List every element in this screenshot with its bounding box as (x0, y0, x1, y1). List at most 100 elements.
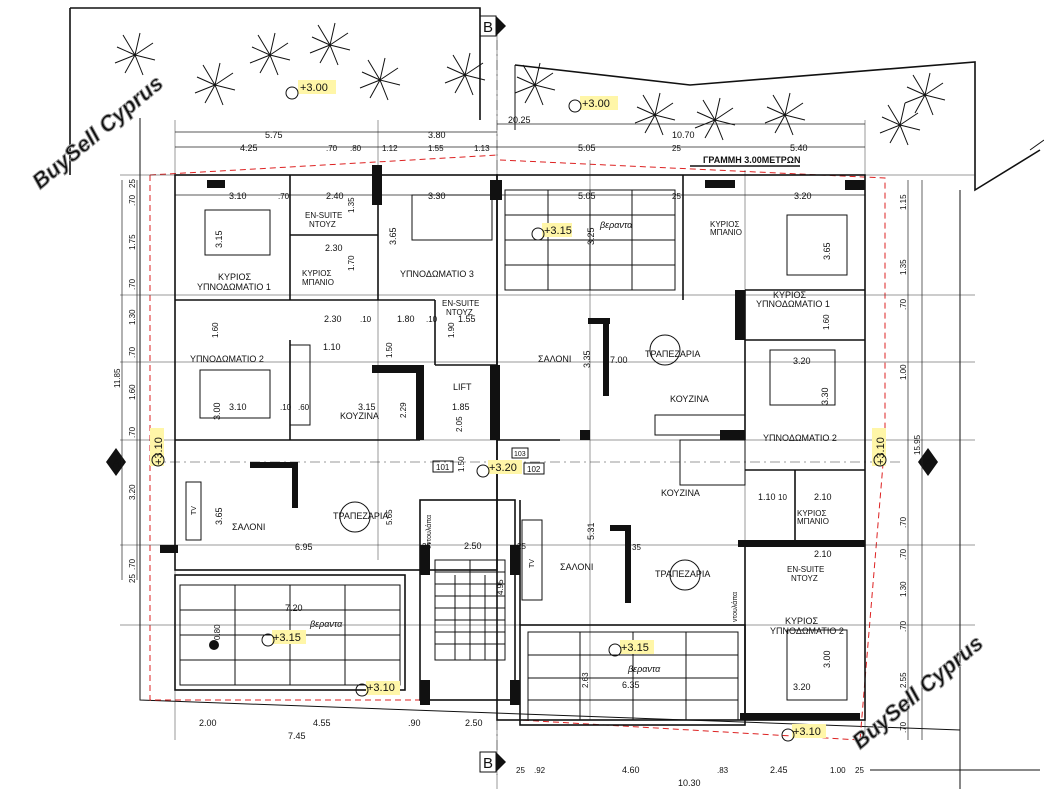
dimension: 1.60 (128, 384, 137, 400)
dimension: .10 (280, 403, 292, 412)
room-master-bed-tr-sub: ΥΠΝΟΔΩΜΑΤΙΟ 1 (756, 299, 830, 309)
room-dining-br: ΤΡΑΠΕΖΑΡΙΑ (655, 569, 710, 579)
dimension: 3.15 (358, 402, 376, 412)
dimension: 3.25 (586, 227, 596, 245)
dimension: 3.00 (212, 402, 222, 420)
dimension: 6.95 (295, 542, 313, 552)
section-label-left: A (112, 456, 120, 470)
dimension: .80 (350, 144, 362, 153)
dimension: 25 (128, 574, 137, 583)
dimension: .70 (128, 194, 137, 206)
dimension: .70 (899, 298, 908, 310)
dimension: 1.50 (385, 342, 394, 358)
dimension: 3.20 (793, 682, 811, 692)
tags: TV TV ντουλάπα ντουλάπα 101 102 103 (191, 447, 739, 622)
dimension: 3.10 (229, 191, 247, 201)
dimension: 1.00 (899, 364, 908, 380)
room-veranda-top-right: βεραντα (599, 220, 633, 230)
dimension: 1.35 (347, 197, 356, 213)
room-veranda-bottom-right: βεραντα (627, 664, 661, 674)
dimension: 6.35 (622, 680, 640, 690)
dimension: 2.05 (455, 416, 464, 432)
dimension: 1.30 (899, 581, 908, 597)
room-living-br: ΣΑΛΟΝΙ (560, 562, 593, 572)
tv-label-right: TV (529, 559, 536, 568)
dimension: 1.85 (452, 402, 470, 412)
dimension: 25 (128, 179, 137, 188)
dimension: 5.31 (586, 522, 596, 540)
dimension: 3.15 (214, 230, 224, 248)
dimension: 2.40 (326, 191, 344, 201)
watermark-bottom-right: BuySell Cyprus (847, 630, 988, 754)
dimension: 25 (517, 542, 526, 551)
dimension: 4.55 (313, 718, 331, 728)
dimension: 25 (672, 192, 681, 201)
dimension: 1.13 (474, 144, 490, 153)
setback-line-label: ΓΡΑΜΜΗ 3.00ΜΕΤΡΩΝ (703, 155, 800, 165)
level-veranda-bottom-right: +3.15 (621, 642, 649, 654)
staircase (434, 559, 506, 661)
dimension: 1.80 (397, 314, 415, 324)
dimension: 15.95 (913, 434, 922, 455)
dimension: 2.63 (581, 672, 590, 688)
dimension: 3.80 (428, 130, 446, 140)
door-tag-101: 101 (436, 463, 450, 472)
dimension: .90 (408, 718, 421, 728)
dimension: .10 (360, 315, 372, 324)
dimension: 1.15 (899, 194, 908, 210)
room-master-bed-tr: ΚΥΡΙΟΣ (773, 290, 807, 300)
dimension: 2.50 (465, 718, 483, 728)
dimension: 4.25 (240, 143, 258, 153)
dimension: 2.10 (814, 492, 832, 502)
level-left-edge: +3.10 (153, 437, 165, 465)
room-living-tr: ΣΑΛΟΝΙ (538, 354, 571, 364)
dimension: 3.20 (128, 484, 137, 500)
dimension: 1.75 (128, 234, 137, 250)
dimension: .92 (534, 766, 546, 775)
room-kitchen-br: ΚΟΥΖΙΝΑ (661, 488, 700, 498)
dimension: .70 (899, 620, 908, 632)
dimension-labels: 5.75 3.80 20.25 10.70 4.25 .70 .80 1.12 … (199, 115, 864, 788)
room-master-bed-left: ΚΥΡΙΟΣ (218, 272, 252, 282)
room-kitchen-tr: ΚΟΥΖΙΝΑ (670, 394, 709, 404)
dimension: 2.29 (399, 402, 408, 418)
dimension: 0.80 (213, 624, 222, 640)
dimension: 1.55 (458, 314, 476, 324)
structural-walls (160, 165, 865, 720)
dimension: 3.30 (820, 387, 830, 405)
left-dimensions: .70 25 1.75 .70 1.30 .70 1.60 .70 11.85 … (113, 179, 138, 583)
dimension: .70 (899, 516, 908, 528)
dimension: 25 (422, 542, 431, 551)
dimension: .70 (128, 558, 137, 570)
tv-label-left: TV (191, 506, 198, 515)
dimension: 1.12 (382, 144, 398, 153)
dimension: 7.20 (285, 603, 303, 613)
level-garden-right: +3.00 (582, 98, 610, 110)
dimension: .70 (278, 192, 290, 201)
room-dining-tr: ΤΡΑΠΕΖΑΡΙΑ (645, 349, 700, 359)
room-veranda-left: βεραντα (309, 619, 343, 629)
dimension: 10.70 (672, 130, 695, 140)
room-master-bed-left-sub: ΥΠΝΟΔΩΜΑΤΙΟ 1 (197, 282, 271, 292)
room-master-bath-br: ΚΥΡΙΟΣ (797, 509, 826, 518)
room-master-bath-br-sub: ΜΠΑΝΙΟ (797, 517, 829, 526)
room-en-suite-br-sub: ΝΤΟΥΖ (791, 574, 818, 583)
dimension: 3.65 (214, 507, 224, 525)
level-veranda-bottom-left: +3.15 (273, 632, 301, 644)
level-veranda-top-right: +3.15 (544, 225, 572, 237)
dimension: .70 (326, 144, 338, 153)
level-bottom-left: +3.10 (367, 682, 395, 694)
dimension: 5.05 (578, 191, 596, 201)
dimension: 1.60 (211, 322, 220, 338)
room-living-left: ΣΑΛΟΝΙ (232, 522, 265, 532)
dimension: 1.10 (323, 342, 341, 352)
dimension: 2.55 (899, 672, 908, 688)
dimension: .70 (899, 721, 908, 733)
dimension: .70 (128, 278, 137, 290)
dimension: 1.60 (822, 314, 831, 330)
furniture (185, 194, 848, 701)
level-right-edge: +3.10 (875, 437, 887, 465)
room-en-suite-mid-sub: ΝΤΟΥΖ (446, 308, 473, 317)
dimension: 1.35 (899, 259, 908, 275)
dimension: 35 (632, 543, 641, 552)
